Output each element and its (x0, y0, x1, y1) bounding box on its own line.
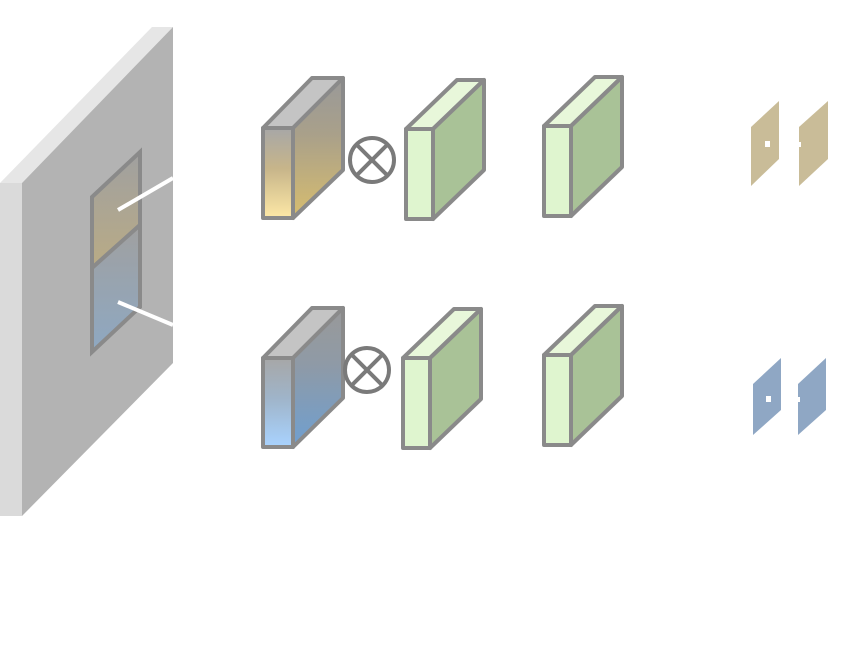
tile-gold-right (799, 101, 828, 186)
feature-map-slab (0, 27, 175, 516)
connector-line-top (116, 176, 175, 212)
block-green-3 (401, 307, 483, 450)
row-top (261, 75, 828, 221)
block-blue-front-face (261, 356, 295, 449)
tile-blue-dot-left (766, 396, 771, 402)
tile-blue-dot-right (797, 397, 800, 402)
block-gold-front-face (261, 126, 295, 220)
tile-gold-dot-right (798, 142, 801, 147)
tile-pair-blue (753, 358, 826, 435)
slab-left-face (0, 183, 22, 516)
block-green-4 (542, 304, 624, 447)
tile-pair-gold (751, 101, 828, 186)
multiply-circle-icon (348, 136, 396, 184)
slab-top-face (0, 27, 173, 183)
green-4-front-face (542, 353, 573, 447)
slab-window-lower (90, 220, 142, 357)
block-blue-input (261, 306, 345, 449)
green-1-front-face (404, 127, 435, 221)
connector-line-bottom (117, 300, 174, 327)
block-green-2 (542, 75, 624, 218)
tile-gold-dot-left (765, 141, 770, 147)
tile-blue-right (798, 358, 826, 435)
block-gold-input (261, 76, 345, 220)
row-bottom (261, 304, 826, 450)
green-3-front-face (401, 356, 432, 450)
green-2-front-face (542, 124, 573, 218)
block-green-1 (404, 78, 486, 221)
multiply-circle-icon (343, 346, 391, 394)
